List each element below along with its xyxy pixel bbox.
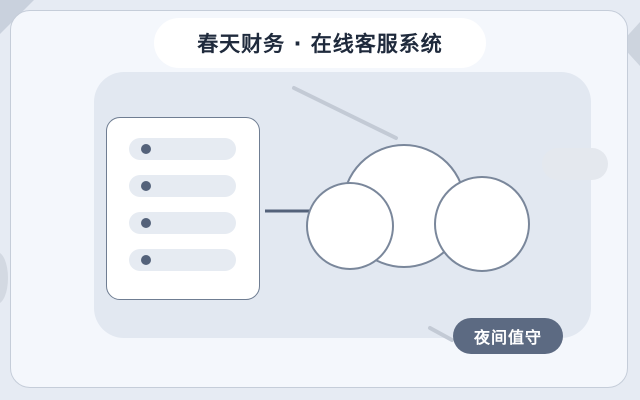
decorative-line (428, 326, 454, 342)
edge-decoration (0, 252, 8, 304)
status-dot (141, 181, 151, 191)
server-slot (129, 212, 236, 234)
decorative-pill (542, 148, 608, 180)
status-badge-label: 夜间值守 (473, 328, 542, 347)
server-slot (129, 138, 236, 160)
server-slot (129, 175, 236, 197)
decorative-line (292, 86, 398, 140)
banner-title: 春天财务 · 在线客服系统 (154, 18, 486, 68)
status-badge: 夜间值守 (453, 318, 563, 354)
server-icon (106, 117, 260, 300)
status-dot (141, 218, 151, 228)
server-slot (129, 249, 236, 271)
cloud-icon (306, 144, 530, 272)
banner-title-text: 春天财务 · 在线客服系统 (197, 32, 443, 56)
status-dot (141, 144, 151, 154)
status-dot (141, 255, 151, 265)
